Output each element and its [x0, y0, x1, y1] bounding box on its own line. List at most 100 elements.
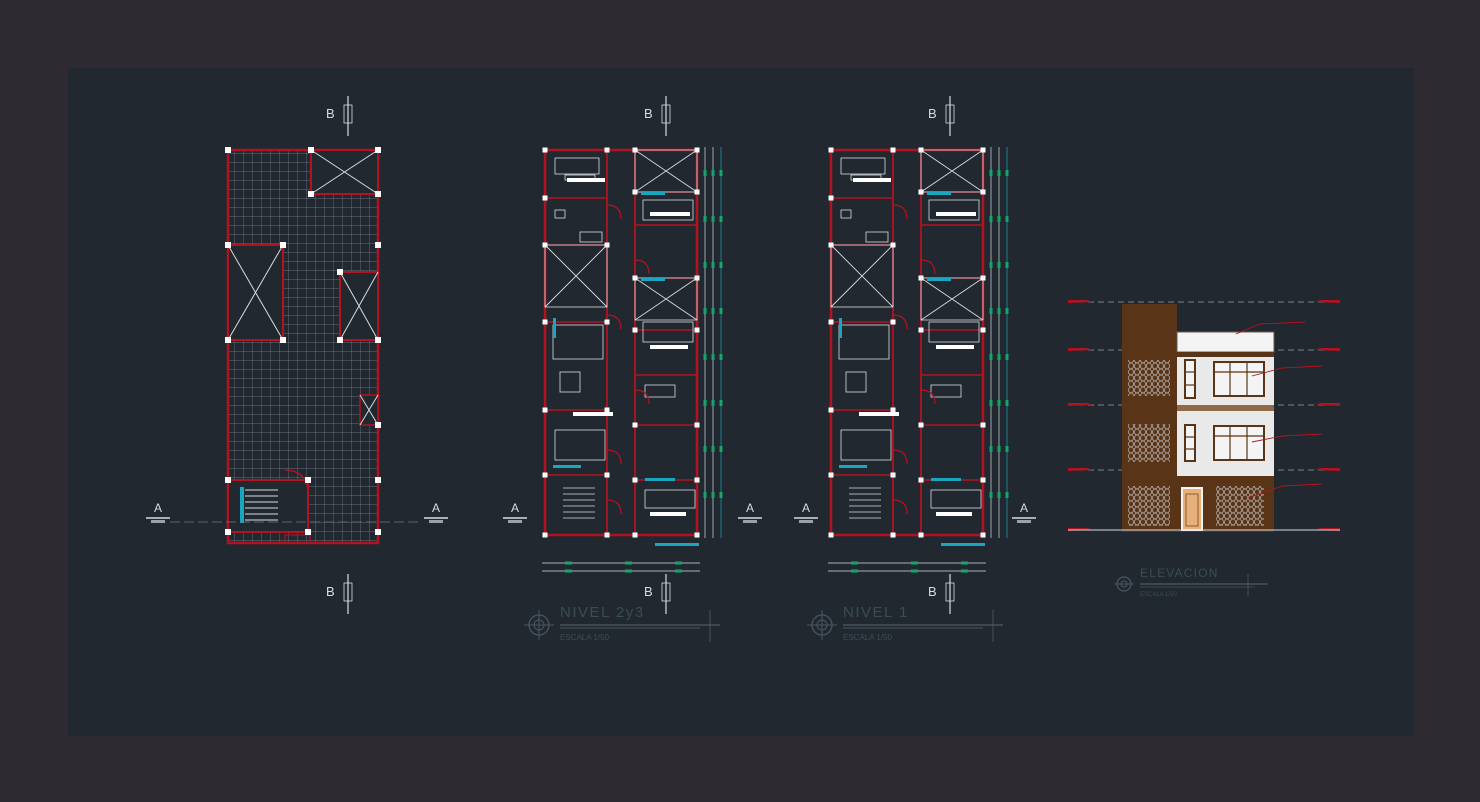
column [305, 529, 311, 535]
dimension-tick [703, 354, 707, 360]
column [604, 532, 610, 538]
column [225, 337, 231, 343]
section-tag [508, 520, 522, 523]
furniture [554, 209, 566, 219]
scale-text: ESCALA 1/50 [1140, 592, 1177, 598]
light-well-cross [830, 244, 894, 308]
light-well-cross [920, 149, 984, 193]
dimension-tick [1005, 308, 1009, 314]
section-tag [945, 582, 955, 602]
outer-wall [829, 148, 985, 537]
dimension-tick [703, 400, 707, 406]
column [542, 532, 548, 538]
section-label-b: B [928, 584, 937, 599]
door-swing [892, 204, 908, 220]
furniture [840, 157, 886, 175]
column [308, 191, 314, 197]
window-2f [1213, 361, 1265, 397]
title-elevacion: ELEVACION ESCALA 1/50 [1114, 566, 1268, 598]
dimension-tick [625, 561, 632, 565]
window [839, 318, 842, 338]
column [918, 147, 924, 153]
column [980, 275, 986, 281]
column [694, 327, 700, 333]
dimension-tick [1005, 354, 1009, 360]
section-label-b: B [644, 106, 653, 121]
dimension-tick [719, 308, 723, 314]
dimension-tick [989, 216, 993, 222]
dimension-tick [719, 446, 723, 452]
section-label-b: B [326, 584, 335, 599]
section-tag [743, 520, 757, 523]
section-label-a: A [511, 501, 519, 515]
furniture [642, 199, 694, 221]
column [542, 195, 548, 201]
column [890, 407, 896, 413]
section-label-b: B [326, 106, 335, 121]
dimension-tick [703, 216, 707, 222]
furniture [840, 209, 852, 219]
column [542, 472, 548, 478]
column [308, 147, 314, 153]
furniture [930, 384, 962, 398]
title-text: ELEVACION [1140, 566, 1219, 580]
column [375, 422, 381, 428]
section-tag [661, 582, 671, 602]
column [542, 242, 548, 248]
dimension-tick [675, 561, 682, 565]
level-marker [1068, 348, 1092, 351]
column [632, 189, 638, 195]
dimension-tick [851, 561, 858, 565]
dimension-tick [703, 492, 707, 498]
column [375, 477, 381, 483]
column [890, 472, 896, 478]
furniture [930, 489, 982, 509]
dimension-tick [997, 400, 1001, 406]
level-marker [1068, 468, 1092, 471]
dimension-tick [625, 569, 632, 573]
column [337, 269, 343, 275]
room-label [936, 212, 976, 216]
column [542, 147, 548, 153]
furniture [845, 371, 867, 393]
column [542, 319, 548, 325]
light-well [634, 277, 698, 321]
window [645, 478, 675, 481]
column [980, 477, 986, 483]
section-tag [799, 520, 813, 523]
level-marker [1316, 468, 1340, 471]
dimension-tick [851, 569, 858, 573]
dimension-tick [703, 170, 707, 176]
dimension-tick [565, 561, 572, 565]
dimension-tick [989, 446, 993, 452]
column [632, 532, 638, 538]
dimension-tick [997, 492, 1001, 498]
section-label-a: A [432, 501, 440, 515]
column [225, 147, 231, 153]
dimension-tick [911, 569, 918, 573]
window-mesh-1 [1128, 360, 1170, 396]
room-label [859, 412, 899, 416]
column [632, 477, 638, 483]
light-well [634, 149, 698, 193]
door-swing [606, 314, 622, 330]
column [604, 147, 610, 153]
dimension-tick [961, 561, 968, 565]
dimension-tick [1005, 400, 1009, 406]
column [828, 407, 834, 413]
column [375, 242, 381, 248]
door-swing [606, 204, 622, 220]
column [225, 242, 231, 248]
furniture [838, 324, 890, 360]
dimension-tick [711, 216, 715, 222]
dimension-tick [1005, 170, 1009, 176]
light-well [544, 244, 608, 308]
floor-plan-nivel-2y3 [542, 147, 723, 573]
furniture [928, 199, 980, 221]
light-well-cross [634, 277, 698, 321]
column [918, 275, 924, 281]
window [927, 192, 951, 195]
dimension-tick [989, 354, 993, 360]
dimension-tick [711, 308, 715, 314]
